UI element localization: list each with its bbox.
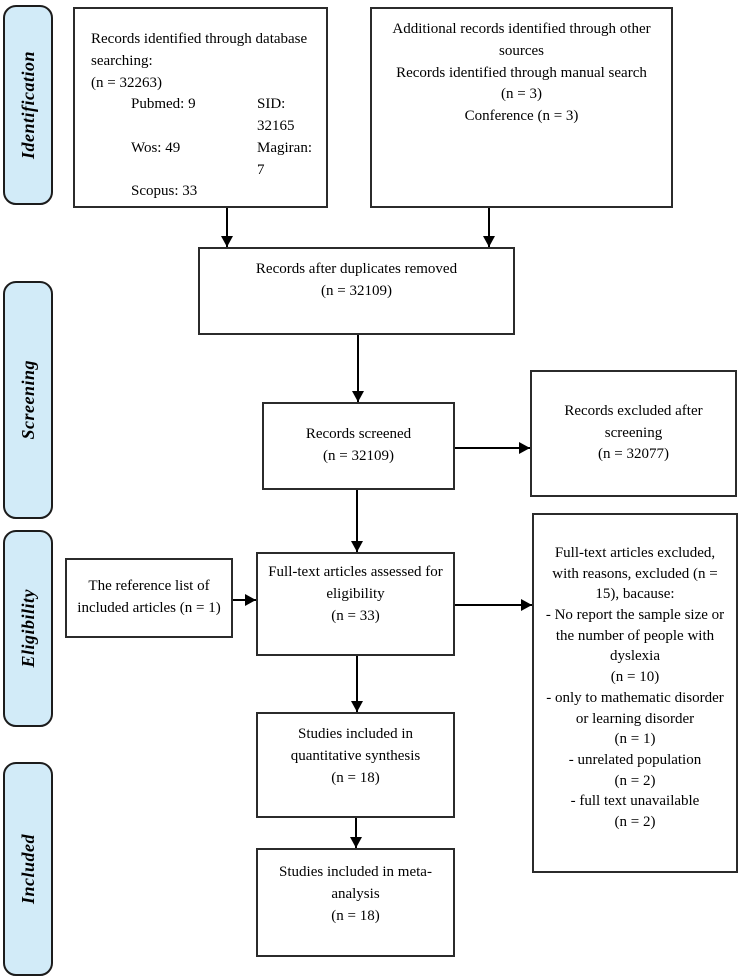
other-sources-line1: Additional records identified through ot… bbox=[392, 21, 651, 59]
stage-identification: Identification bbox=[3, 5, 53, 205]
exclusion-reason-4: - full text unavailable bbox=[570, 793, 700, 810]
arrow-database-to-duplicates bbox=[226, 208, 228, 247]
box-other-sources: Additional records identified through ot… bbox=[370, 7, 673, 208]
source-sid: SID: 32165 bbox=[257, 96, 295, 134]
database-search-count: (n = 32263) bbox=[91, 74, 162, 91]
quantitative-synthesis-title: Studies included in quantitative synthes… bbox=[290, 726, 421, 764]
records-excluded-title: Records excluded after screening bbox=[564, 402, 703, 441]
fulltext-excluded-title: Full-text articles excluded, with reason… bbox=[552, 545, 718, 603]
quantitative-synthesis-count: (n = 18) bbox=[331, 769, 380, 786]
arrow-screened-to-fulltext bbox=[356, 490, 358, 552]
source-wos: Wos: 49 bbox=[131, 139, 181, 156]
exclusion-reason-1: - No report the sample size or the numbe… bbox=[545, 607, 725, 665]
box-fulltext-excluded: Full-text articles excluded, with reason… bbox=[532, 513, 738, 873]
exclusion-reason-3: - unrelated population bbox=[568, 751, 702, 768]
arrow-duplicates-to-screened bbox=[357, 335, 359, 402]
box-meta-analysis: Studies included in meta-analysis (n = 1… bbox=[256, 848, 455, 957]
arrow-reference-to-fulltext bbox=[233, 599, 256, 601]
stage-identification-label: Identification bbox=[17, 50, 38, 159]
box-duplicates-removed: Records after duplicates removed (n = 32… bbox=[198, 247, 515, 335]
stage-screening: Screening bbox=[3, 281, 53, 519]
duplicates-removed-title: Records after duplicates removed bbox=[255, 261, 458, 277]
arrow-screened-to-excluded bbox=[455, 447, 530, 449]
box-fulltext-assessed: Full-text articles assessed for eligibil… bbox=[256, 552, 455, 656]
box-database-search: Records identified through database sear… bbox=[73, 7, 328, 208]
exclusion-reason-2: - only to mathematic disorder or learnin… bbox=[546, 689, 724, 727]
records-screened-title: Records screened bbox=[305, 426, 412, 443]
records-excluded-count: (n = 32077) bbox=[598, 446, 669, 463]
database-search-title: Records identified through database sear… bbox=[91, 31, 308, 69]
duplicates-removed-count: (n = 32109) bbox=[321, 282, 392, 299]
source-pubmed: Pubmed: 9 bbox=[131, 96, 196, 113]
arrow-fulltext-to-excluded bbox=[455, 604, 532, 606]
other-sources-line3: Conference (n = 3) bbox=[464, 108, 579, 124]
box-records-excluded: Records excluded after screening (n = 32… bbox=[530, 370, 737, 497]
box-quantitative-synthesis: Studies included in quantitative synthes… bbox=[256, 712, 455, 818]
exclusion-reason-1-count: (n = 10) bbox=[610, 669, 660, 686]
source-magiran: Magiran: 7 bbox=[257, 139, 312, 178]
other-sources-line2: Records identified through manual search bbox=[396, 64, 647, 81]
stage-screening-label: Screening bbox=[17, 360, 38, 440]
exclusion-reason-2-count: (n = 1) bbox=[614, 731, 656, 748]
arrow-fulltext-to-synthesis bbox=[356, 656, 358, 712]
stage-eligibility: Eligibility bbox=[3, 530, 53, 727]
exclusion-reason-4-count: (n = 2) bbox=[614, 813, 656, 830]
database-source-list: Pubmed: 9 SID: 32165 Wos: 49 Magiran: 7 … bbox=[131, 94, 316, 203]
records-screened-count: (n = 32109) bbox=[323, 448, 394, 464]
arrow-othersources-to-duplicates bbox=[488, 208, 490, 247]
source-scopus: Scopus: 33 bbox=[131, 183, 198, 200]
fulltext-assessed-count: (n = 33) bbox=[331, 607, 380, 624]
arrow-synthesis-to-meta bbox=[355, 818, 357, 848]
source-empty bbox=[257, 181, 316, 203]
meta-analysis-title: Studies included in meta-analysis bbox=[279, 864, 432, 902]
stage-included-label: Included bbox=[17, 833, 38, 904]
meta-analysis-count: (n = 18) bbox=[331, 907, 380, 924]
fulltext-assessed-title: Full-text articles assessed for eligibil… bbox=[268, 564, 443, 602]
exclusion-reason-3-count: (n = 2) bbox=[614, 772, 656, 789]
box-records-screened: Records screened (n = 32109) bbox=[262, 402, 455, 490]
reference-list-title: The reference list of included articles … bbox=[77, 578, 221, 616]
box-reference-list: The reference list of included articles … bbox=[65, 558, 233, 638]
other-sources-count: (n = 3) bbox=[501, 86, 542, 103]
stage-included: Included bbox=[3, 762, 53, 976]
stage-eligibility-label: Eligibility bbox=[17, 589, 38, 668]
